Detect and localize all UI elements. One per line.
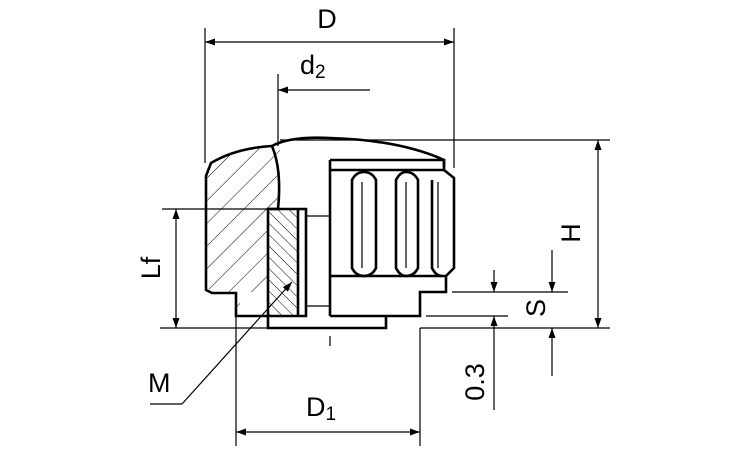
dimension-Lf: Lf (136, 208, 268, 329)
base-outline (266, 316, 388, 330)
dimension-D1: D1 (235, 316, 421, 446)
top-cap (271, 136, 446, 167)
insert-outline (266, 207, 308, 318)
body-outline-right (330, 158, 456, 318)
knurl-ribs (350, 170, 443, 278)
body-outline-left (204, 144, 273, 318)
dimension-M: M (148, 281, 293, 405)
label-S: S (521, 299, 551, 317)
dimension-d2: d2 (277, 50, 370, 146)
knob-body (204, 136, 456, 346)
label-d2: d2 (300, 50, 326, 83)
label-H: H (556, 223, 586, 243)
body-section-hatched (205, 146, 280, 315)
dimension-D: D (204, 4, 455, 168)
dimension-S: S (426, 270, 568, 345)
label-M: M (148, 368, 171, 398)
label-Lf: Lf (136, 256, 166, 279)
insert-hatched (268, 209, 298, 316)
dimension-gap: 0.3 (460, 250, 556, 410)
label-D1: D1 (306, 392, 336, 425)
dimension-H: H (330, 139, 610, 329)
label-D: D (317, 4, 337, 34)
label-gap: 0.3 (460, 363, 490, 401)
